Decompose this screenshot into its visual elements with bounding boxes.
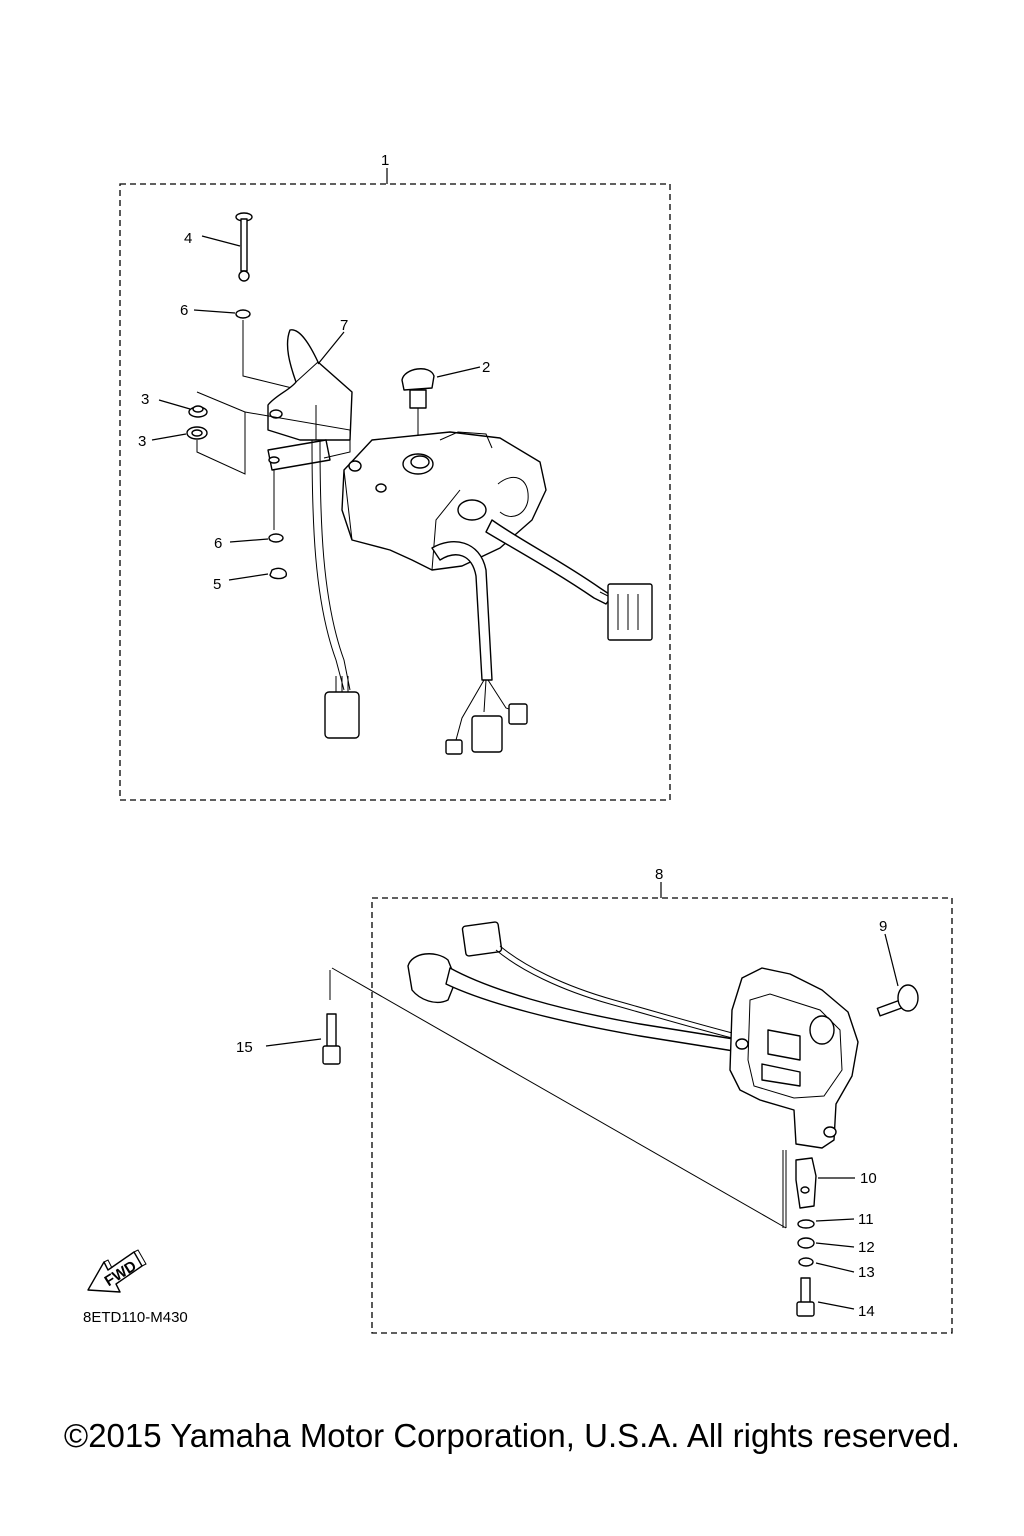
nut-part-12[interactable] [797, 1237, 815, 1249]
screw-part-9[interactable] [876, 984, 919, 1017]
washer-part-13[interactable] [798, 1257, 814, 1267]
callout-7[interactable]: 7 [340, 317, 348, 334]
lever-part-7[interactable] [267, 329, 353, 471]
knob-part-2[interactable] [401, 368, 435, 440]
callout-10[interactable]: 10 [860, 1170, 877, 1187]
bolt-part-14[interactable] [796, 1277, 815, 1317]
clamp-part-10[interactable] [795, 1157, 817, 1209]
washer-part-11[interactable] [797, 1219, 815, 1229]
callout-14[interactable]: 14 [858, 1303, 875, 1320]
clip-part-5[interactable] [269, 567, 287, 580]
callout-3-upper[interactable]: 3 [141, 391, 149, 408]
callout-4[interactable]: 4 [184, 230, 192, 247]
callout-13[interactable]: 13 [858, 1264, 875, 1281]
washer-part-6-lower[interactable] [268, 533, 284, 543]
drawing-code: 8ETD110-M430 [83, 1309, 188, 1326]
assembly-8-box [371, 897, 953, 1334]
right-switch-housing [729, 967, 859, 1149]
pin-part-4[interactable] [235, 212, 253, 282]
callout-8[interactable]: 8 [655, 866, 663, 883]
callout-6-upper[interactable]: 6 [180, 302, 188, 319]
callout-6-lower[interactable]: 6 [214, 535, 222, 552]
bolt-part-15[interactable] [322, 1013, 341, 1065]
callout-5[interactable]: 5 [213, 576, 221, 593]
copyright-notice: ©2015 Yamaha Motor Corporation, U.S.A. A… [63, 1417, 961, 1454]
callout-9[interactable]: 9 [879, 918, 887, 935]
callout-11[interactable]: 11 [858, 1211, 874, 1228]
nut-part-3-lower[interactable] [186, 426, 208, 440]
callout-1[interactable]: 1 [381, 152, 389, 169]
nut-part-3-upper[interactable] [188, 405, 208, 418]
washer-part-6-upper[interactable] [235, 309, 251, 319]
right-switch-wire-harness [407, 921, 745, 1053]
callout-3-lower[interactable]: 3 [138, 433, 146, 450]
callout-15[interactable]: 15 [236, 1039, 253, 1056]
assembly-1-box [119, 183, 671, 801]
fwd-arrow-icon: FWD [87, 1249, 147, 1293]
lever-wire-harness [311, 439, 360, 739]
callout-2[interactable]: 2 [482, 359, 490, 376]
callout-12[interactable]: 12 [858, 1239, 875, 1256]
left-switch-wire-harness [431, 519, 653, 755]
